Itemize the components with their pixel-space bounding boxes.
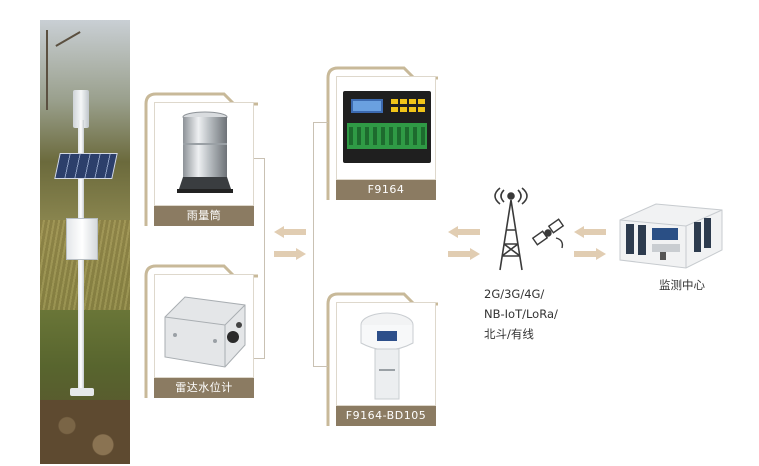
sensor-connector-vertical: [264, 158, 265, 358]
radar-level-image-frame: [154, 274, 254, 378]
arrow-left-icon: [274, 226, 306, 238]
rtu-image-frame: [336, 76, 436, 180]
radar-level-label: 雷达水位计: [154, 378, 254, 398]
card-bracket: [326, 66, 438, 200]
arrow-right-icon: [448, 248, 480, 260]
radar-level-card: 雷达水位计: [144, 262, 260, 400]
rtu-connector-vertical: [313, 122, 314, 366]
rain-gauge-image-frame: [154, 102, 254, 206]
tree-branch: [46, 30, 86, 110]
sensor-connector-top: [254, 158, 265, 159]
solar-panel: [54, 153, 118, 179]
gauge-on-pole: [73, 90, 89, 128]
antenna-tower-icon: [494, 187, 528, 271]
card-bracket: [144, 264, 258, 398]
sensor-connector-bottom: [254, 358, 265, 359]
network-line: 2G/3G/4G/: [484, 287, 545, 301]
rain-gauge-illustration: [177, 111, 233, 193]
rtu-connector-bottom: [313, 366, 328, 367]
rtu-bd-illustration: [360, 312, 414, 400]
network-line: 北斗/有线: [484, 327, 534, 341]
arrow-right-icon: [274, 248, 306, 260]
rain-gauge-card: 雨量筒: [144, 90, 260, 228]
site-photo: [40, 20, 130, 464]
rtu-bd-label: F9164-BD105: [336, 406, 436, 426]
monitoring-center-label: 监测中心: [659, 278, 705, 292]
satellite-icon: [531, 218, 565, 249]
card-bracket: [144, 92, 258, 226]
rtu-illustration: [343, 91, 431, 163]
equipment-box: [66, 218, 98, 260]
rtu-bd-card: F9164-BD105: [326, 290, 440, 428]
network-line: NB-IoT/LoRa/: [484, 307, 558, 321]
card-bracket: [326, 292, 438, 426]
rtu-card: F9164: [326, 64, 440, 202]
network-types: 2G/3G/4G/ NB-IoT/LoRa/ 北斗/有线: [484, 284, 594, 344]
arrow-left-icon: [448, 226, 480, 238]
rtu-bd-image-frame: [336, 302, 436, 406]
arrow-right-icon: [574, 248, 606, 260]
soil-area: [40, 400, 130, 464]
radar-level-illustration: [164, 296, 246, 368]
rtu-connector-top: [313, 122, 328, 123]
rain-gauge-label: 雨量筒: [154, 206, 254, 226]
arrow-left-icon: [574, 226, 606, 238]
monitoring-room-illustration: [619, 203, 723, 269]
rtu-label: F9164: [336, 180, 436, 200]
pole-base: [70, 388, 94, 396]
